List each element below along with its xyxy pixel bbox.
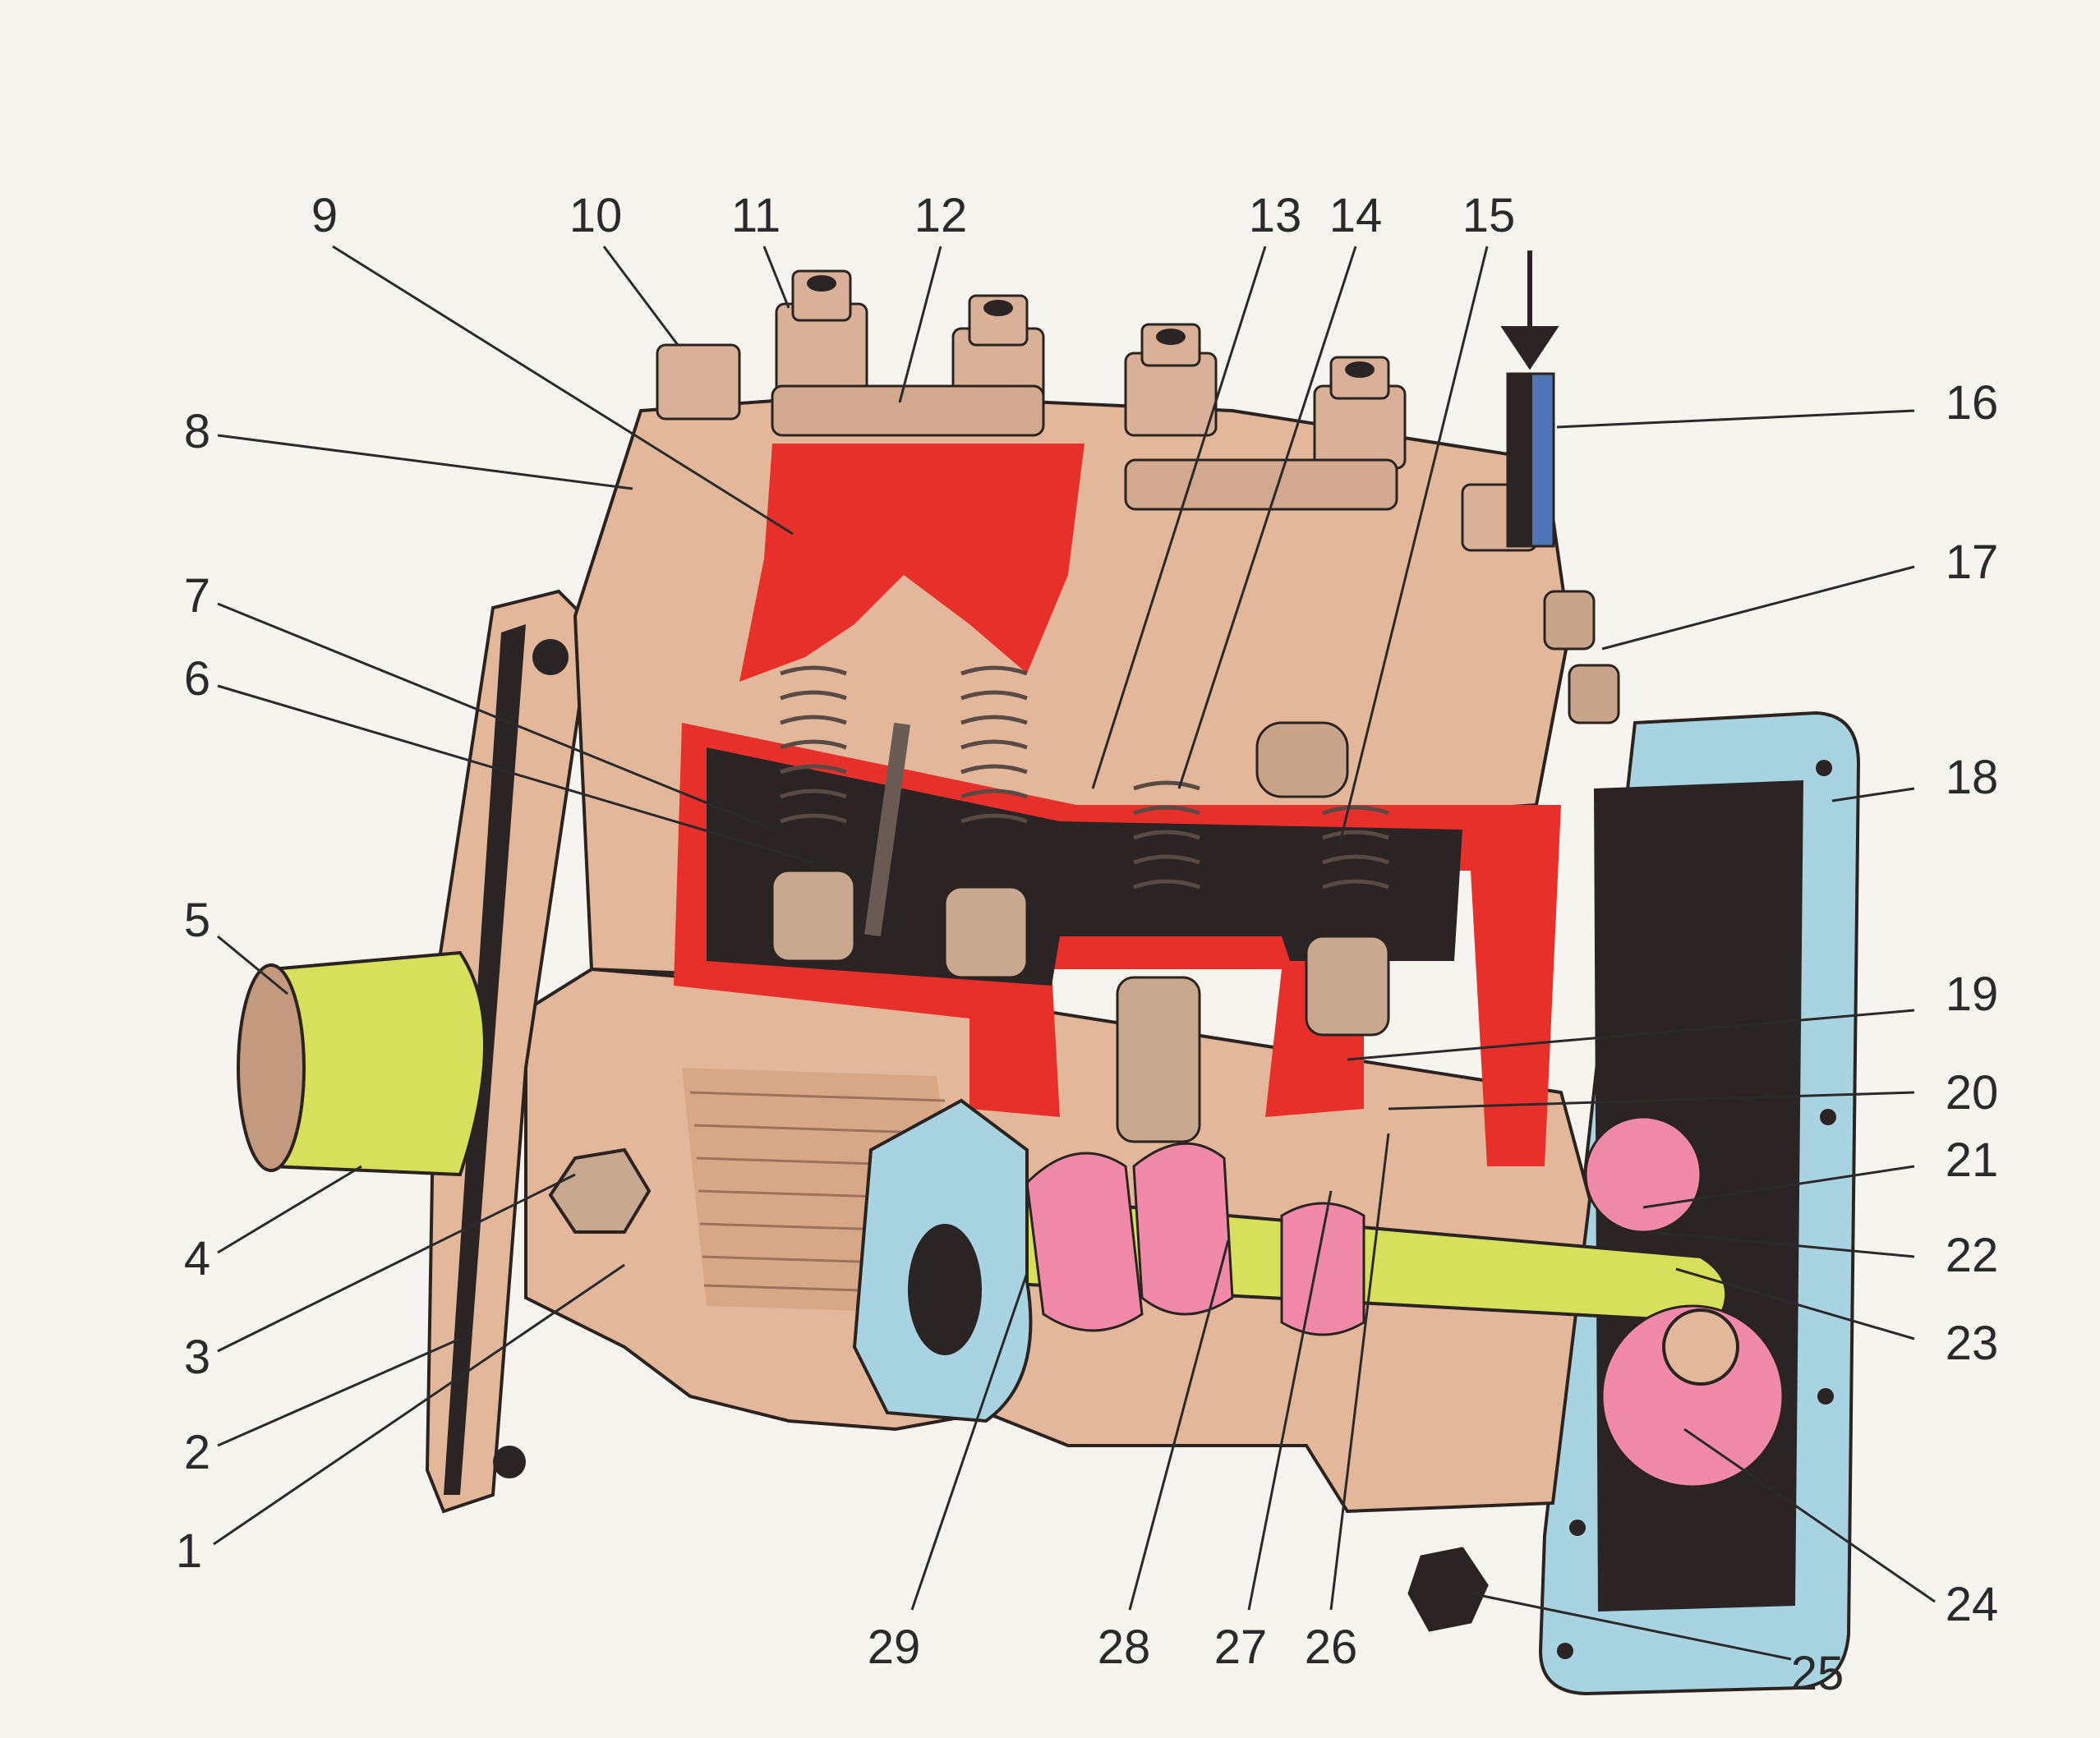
- callout-27: 27: [1214, 1621, 1268, 1674]
- camshaft-lobes: [1025, 1142, 1365, 1336]
- pump-illustration: [237, 251, 1861, 1696]
- callout-11: 11: [731, 189, 781, 242]
- callout-20: 20: [1946, 1066, 1999, 1120]
- callout-4: 4: [184, 1232, 210, 1285]
- callout-25: 25: [1791, 1647, 1844, 1700]
- callout-2: 2: [184, 1426, 210, 1479]
- callout-17: 17: [1946, 536, 1999, 589]
- flange-hole-bottom: [493, 1446, 526, 1478]
- control-rack: [864, 722, 910, 937]
- callout-28: 28: [1098, 1621, 1151, 1674]
- drain-plug: [1407, 1547, 1489, 1632]
- callout-1: 1: [176, 1524, 202, 1578]
- callout-21: 21: [1946, 1133, 1999, 1187]
- housing-bolt: [548, 1147, 652, 1234]
- callout-22: 22: [1946, 1229, 1999, 1282]
- plunger-tappets: [771, 869, 1390, 1143]
- side-plugs: [1255, 590, 1620, 798]
- callout-24: 24: [1946, 1578, 1999, 1631]
- callout-10: 10: [569, 189, 623, 242]
- coupling-nut: [237, 963, 306, 1172]
- fuel-inlet-arrow-icon: [1500, 251, 1559, 370]
- callout-18: 18: [1946, 751, 1999, 804]
- section-cut-valve: [739, 444, 1085, 682]
- callout-26: 26: [1305, 1621, 1358, 1674]
- callout-19: 19: [1946, 968, 1999, 1021]
- callout-5: 5: [184, 894, 210, 947]
- flange-hole-top: [532, 639, 569, 675]
- plunger-springs: [780, 665, 1389, 890]
- leader-lines: [213, 245, 1936, 1661]
- regulator-gear: [1584, 1115, 1785, 1488]
- callout-7: 7: [184, 569, 210, 623]
- shaft-bore: [908, 1224, 982, 1355]
- end-cover-bolt-holes: [1557, 760, 1836, 1659]
- callout-23: 23: [1946, 1317, 1999, 1370]
- callout-3: 3: [184, 1331, 210, 1384]
- callout-6: 6: [184, 652, 210, 706]
- callout-12: 12: [914, 189, 968, 242]
- valve-holder-bores: [807, 275, 1375, 378]
- callout-15: 15: [1462, 189, 1516, 242]
- callout-13: 13: [1249, 189, 1302, 242]
- callout-29: 29: [868, 1621, 921, 1674]
- callout-labels: 1 2 3 4 5 6 7 8 9 10 11 12 13 14 15 16 1…: [176, 189, 1998, 1700]
- callout-8: 8: [184, 405, 210, 458]
- callout-16: 16: [1946, 376, 1999, 430]
- callout-14: 14: [1329, 189, 1383, 242]
- callout-9: 9: [311, 189, 338, 242]
